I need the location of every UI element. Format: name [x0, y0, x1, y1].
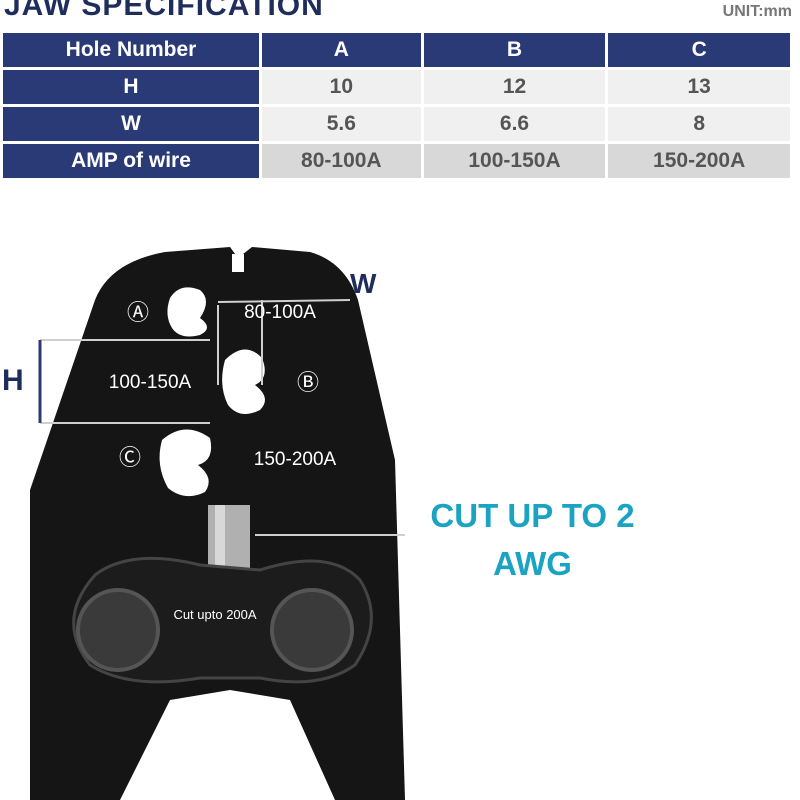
cell-h-b: 12 — [423, 70, 606, 104]
hole-c — [159, 429, 212, 497]
blade-highlight — [215, 505, 225, 595]
cell-w-a: 5.6 — [262, 107, 421, 141]
dim-h-label: H — [2, 364, 24, 397]
hole-c-mark: Ⓒ — [119, 446, 141, 471]
cell-amp-c: 150-200A — [608, 144, 790, 178]
cut-label: Cut upto 200A — [173, 607, 256, 622]
dim-w-label: W — [350, 268, 377, 299]
cut-callout-line1: CUT UP TO 2 — [430, 497, 635, 534]
rivet-right — [270, 588, 354, 672]
table-row: H 10 12 13 — [3, 70, 790, 104]
cell-h-c: 13 — [608, 70, 790, 104]
table-row: AMP of wire 80-100A 100-150A 150-200A — [3, 144, 790, 178]
rivet-left — [76, 588, 160, 672]
header-c: C — [608, 33, 790, 67]
label-b: 100-150A — [109, 372, 192, 393]
cell-amp-b: 100-150A — [423, 144, 606, 178]
table-header-row: Hole Number A B C — [3, 33, 790, 67]
cell-amp-a: 80-100A — [262, 144, 421, 178]
cell-w-b: 6.6 — [423, 107, 606, 141]
label-a: 80-100A — [244, 302, 316, 323]
hole-b — [222, 349, 265, 414]
row-label-h: H — [3, 70, 259, 104]
unit-label: UNIT:mm — [722, 3, 792, 20]
cell-w-c: 8 — [608, 107, 790, 141]
dim-w-leader — [217, 299, 351, 303]
row-label-amp: AMP of wire — [3, 144, 259, 178]
jaw-notch — [232, 254, 244, 272]
row-label-w: W — [3, 107, 259, 141]
header-hole-number: Hole Number — [3, 33, 259, 67]
table-row: W 5.6 6.6 8 — [3, 107, 790, 141]
spec-table: Hole Number A B C H 10 12 13 W 5.6 6.6 8… — [0, 30, 793, 181]
cell-h-a: 10 — [262, 70, 421, 104]
page-title: JAW SPECIFICATION — [4, 0, 324, 22]
hole-a-mark: Ⓐ — [127, 301, 149, 326]
hole-b-mark: Ⓑ — [297, 371, 319, 396]
hole-a — [167, 287, 207, 337]
header-a: A — [262, 33, 421, 67]
header-b: B — [423, 33, 606, 67]
cut-callout-line2: AWG — [493, 545, 572, 582]
label-c: 150-200A — [254, 449, 337, 470]
